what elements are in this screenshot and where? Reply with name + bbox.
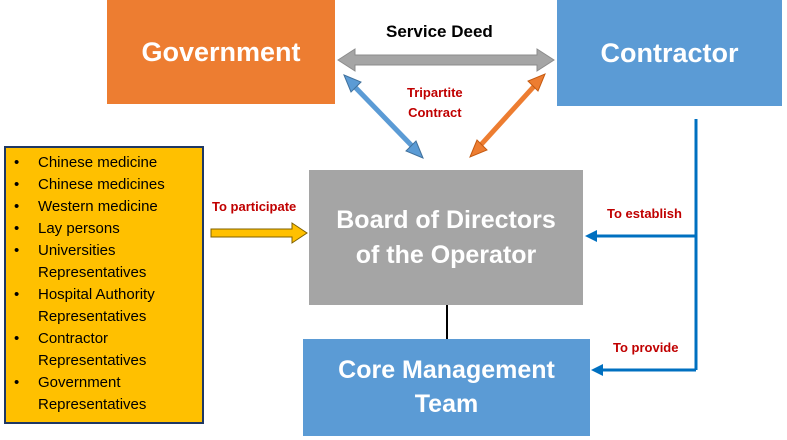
member-item: Lay persons xyxy=(14,218,198,240)
tripartite-line-1: Tripartite xyxy=(407,85,463,100)
tripartite-line-2: Contract xyxy=(408,105,462,120)
provide-arrowhead xyxy=(591,364,603,376)
member-item: Government Representatives xyxy=(14,372,198,416)
core-label-line-2: Team xyxy=(414,389,479,418)
member-item: Contractor Representatives xyxy=(14,328,198,372)
government-node: Government xyxy=(107,0,335,104)
core-label-line-1: Core Management xyxy=(338,355,555,384)
board-members-list: Chinese medicine Chinese medicines Weste… xyxy=(4,146,204,424)
tripartite-contract-label: Tripartite Contract xyxy=(407,83,463,123)
member-item: Chinese medicines xyxy=(14,174,198,196)
service-deed-arrow xyxy=(337,48,555,72)
to-provide-label: To provide xyxy=(613,340,679,355)
service-deed-label: Service Deed xyxy=(386,22,493,41)
government-board-arrow xyxy=(343,74,424,159)
to-establish-label: To establish xyxy=(607,206,682,221)
board-label-line-2: of the Operator xyxy=(355,240,537,269)
government-label: Government xyxy=(141,36,301,67)
member-item: Chinese medicine xyxy=(14,152,198,174)
establish-arrowhead xyxy=(585,230,597,242)
member-item: Universities Representatives xyxy=(14,240,198,284)
establish-provide-connector xyxy=(595,119,698,372)
contractor-board-arrow xyxy=(469,73,546,158)
board-label-line-1: Board of Directors xyxy=(336,205,556,234)
contractor-label: Contractor xyxy=(600,37,739,68)
core-management-team-node: Core Management Team xyxy=(303,339,590,436)
to-participate-label: To participate xyxy=(212,199,297,214)
contractor-node: Contractor xyxy=(557,0,782,106)
participate-arrow xyxy=(210,222,308,244)
board-of-directors-node: Board of Directors of the Operator xyxy=(309,170,583,305)
member-item: Western medicine xyxy=(14,196,198,218)
member-item: Hospital Authority Representatives xyxy=(14,284,198,328)
